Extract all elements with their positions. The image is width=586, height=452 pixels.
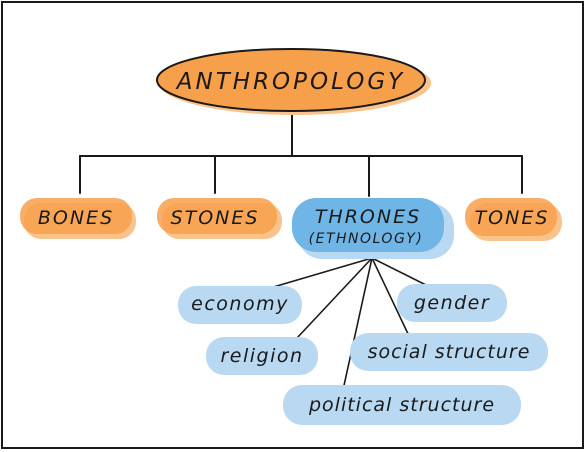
- link-political: [342, 257, 373, 391]
- branch-bones: BONES: [20, 198, 136, 239]
- topic-social-label: social structure: [368, 341, 531, 363]
- topic-social-bg: [350, 333, 548, 371]
- root-node-label: ANTHROPOLOGY: [175, 69, 405, 95]
- branch-stones: STONES: [157, 198, 282, 239]
- topic-political-label: political structure: [308, 394, 495, 416]
- branch-stones-label: STONES: [171, 207, 260, 229]
- topic-political-structure: political structure: [283, 385, 521, 425]
- root-node: ANTHROPOLOGY: [156, 48, 431, 115]
- topic-economy-label: economy: [191, 293, 289, 315]
- topic-social-structure: social structure: [350, 333, 548, 371]
- link-religion: [296, 257, 373, 339]
- topic-gender-bg: [397, 284, 507, 322]
- link-economy: [269, 257, 373, 289]
- topic-political-bg: [283, 385, 521, 425]
- topic-religion: religion: [206, 337, 318, 375]
- branch-bones-fill: [20, 198, 132, 234]
- topic-religion-bg: [206, 337, 318, 375]
- link-social: [371, 257, 411, 339]
- branch-tones: TONES: [465, 198, 562, 241]
- branch-thrones-sublabel: (ETHNOLOGY): [309, 231, 424, 247]
- link-gender: [371, 257, 431, 288]
- branch-tones-fill: [465, 198, 557, 236]
- root-node-fill: [156, 48, 426, 112]
- topic-gender: gender: [397, 284, 507, 322]
- branch-thrones-label: THRONES: [315, 206, 421, 228]
- branch-thrones-fill: [292, 198, 444, 252]
- branch-stones-fill: [157, 198, 277, 234]
- topic-gender-label: gender: [414, 292, 490, 314]
- topic-connectors: [269, 257, 431, 391]
- topic-economy: economy: [178, 286, 302, 324]
- topic-religion-label: religion: [220, 345, 303, 367]
- branch-thrones: THRONES (ETHNOLOGY): [292, 198, 454, 259]
- topic-economy-bg: [178, 286, 302, 324]
- branch-bones-label: BONES: [38, 207, 114, 229]
- branch-tones-label: TONES: [475, 207, 550, 229]
- tree-connectors: [79, 112, 523, 197]
